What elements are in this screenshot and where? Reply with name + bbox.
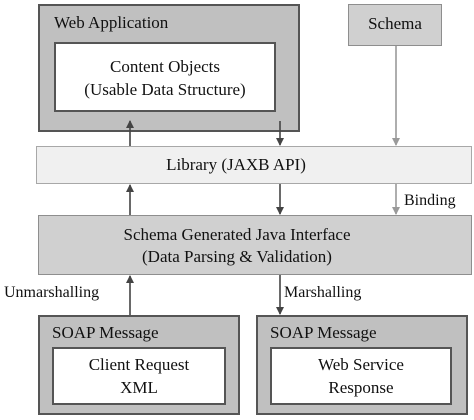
schema-label: Schema [368,14,422,33]
soap-message-left-title: SOAP Message [52,323,159,342]
unmarshalling-label: Unmarshalling [4,284,100,301]
client-request-xml-label: XML [120,378,158,397]
marshalling-label: Marshalling [284,284,362,301]
soap-message-right-box: SOAP Message Web Service Response [256,315,468,415]
web-service-response-box: Web Service Response [270,347,452,405]
web-application-title: Web Application [54,13,169,32]
client-request-label: Client Request [88,355,190,374]
soap-message-left-box: SOAP Message Client Request XML [38,315,240,415]
library-label: Library (JAXB API) [166,155,306,174]
schema-box: Schema [348,4,442,46]
schema-generated-interface-label: Schema Generated Java Interface [123,225,351,244]
binding-label: Binding [404,192,456,209]
response-label: Response [328,378,394,397]
content-objects-box: Content Objects (Usable Data Structure) [54,42,276,112]
schema-generated-interface-sublabel: (Data Parsing & Validation) [142,247,332,266]
client-request-box: Client Request XML [52,347,226,405]
web-application-box: Web Application Content Objects (Usable … [38,4,300,132]
library-box: Library (JAXB API) [36,146,472,184]
soap-message-right-title: SOAP Message [270,323,377,342]
web-service-label: Web Service [318,355,404,374]
content-objects-label: Content Objects [109,57,220,76]
content-objects-sublabel: (Usable Data Structure) [84,80,246,99]
schema-generated-interface-box: Schema Generated Java Interface (Data Pa… [38,215,472,275]
